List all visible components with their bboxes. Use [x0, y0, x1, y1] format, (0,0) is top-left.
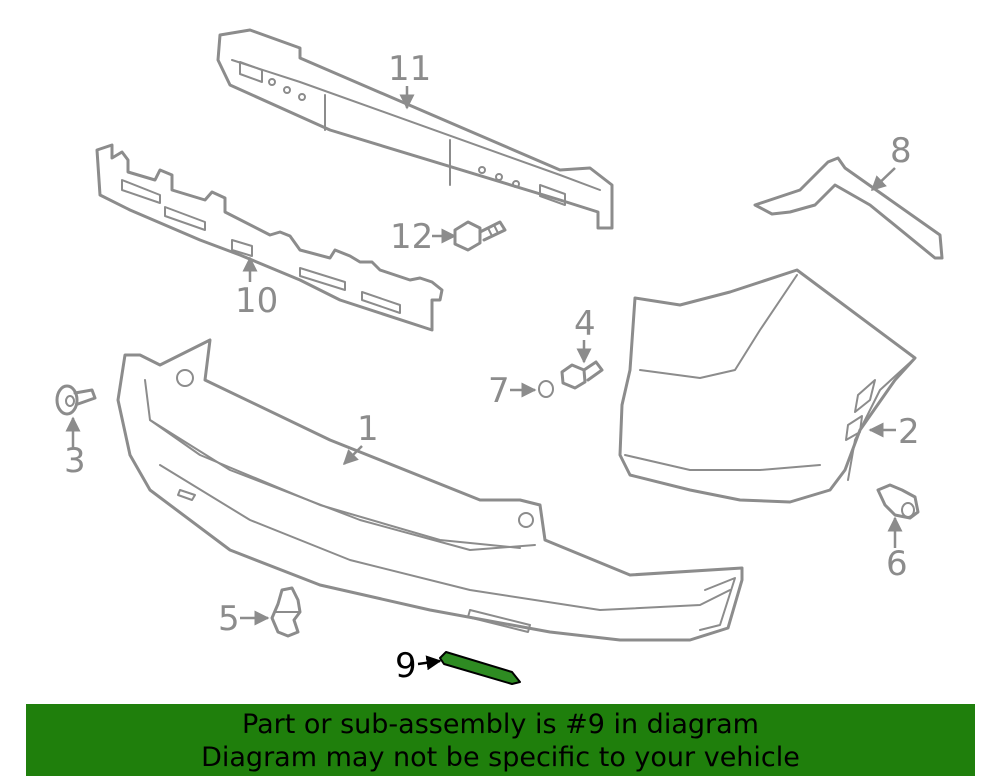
callout-8: 8: [890, 131, 912, 171]
banner-line-2: Diagram may not be specific to your vehi…: [201, 742, 800, 773]
part-2-side-cover: [618, 268, 917, 504]
part-10-energy-absorber: [95, 143, 444, 332]
banner-line-1: Part or sub-assembly is #9 in diagram: [242, 709, 759, 740]
part-7-clip: [538, 380, 554, 398]
part-3-bolt: [55, 384, 97, 416]
info-banner: Part or sub-assembly is #9 in diagram Di…: [26, 704, 975, 776]
callout-1: 1: [357, 409, 379, 449]
part-11-reinforcement-beam: [216, 28, 614, 230]
part-9-molding-highlighted: [439, 651, 521, 685]
callout-5: 5: [218, 599, 240, 639]
callout-4: 4: [574, 304, 596, 344]
callout-9-arrow: [417, 655, 442, 671]
callout-12: 12: [390, 217, 433, 257]
callout-9: 9: [395, 646, 417, 686]
parts-diagram: 11 10 12 8 2 4: [55, 28, 944, 686]
part-5-push-rivet: [270, 586, 302, 638]
part-4-bolt: [560, 360, 604, 390]
part-12-bolt: [453, 220, 507, 252]
callout-7: 7: [488, 371, 510, 411]
callout-2: 2: [898, 412, 920, 452]
part-8-side-bracket: [753, 156, 944, 260]
part-1-bumper-cover: [116, 338, 744, 642]
callout-1-arrow: [342, 445, 363, 466]
callout-10: 10: [235, 281, 278, 321]
callout-6: 6: [886, 544, 908, 584]
callout-8-arrow: [870, 167, 896, 192]
part-6-push-clip: [876, 483, 920, 520]
callout-3: 3: [64, 441, 86, 481]
callout-11: 11: [388, 49, 431, 89]
